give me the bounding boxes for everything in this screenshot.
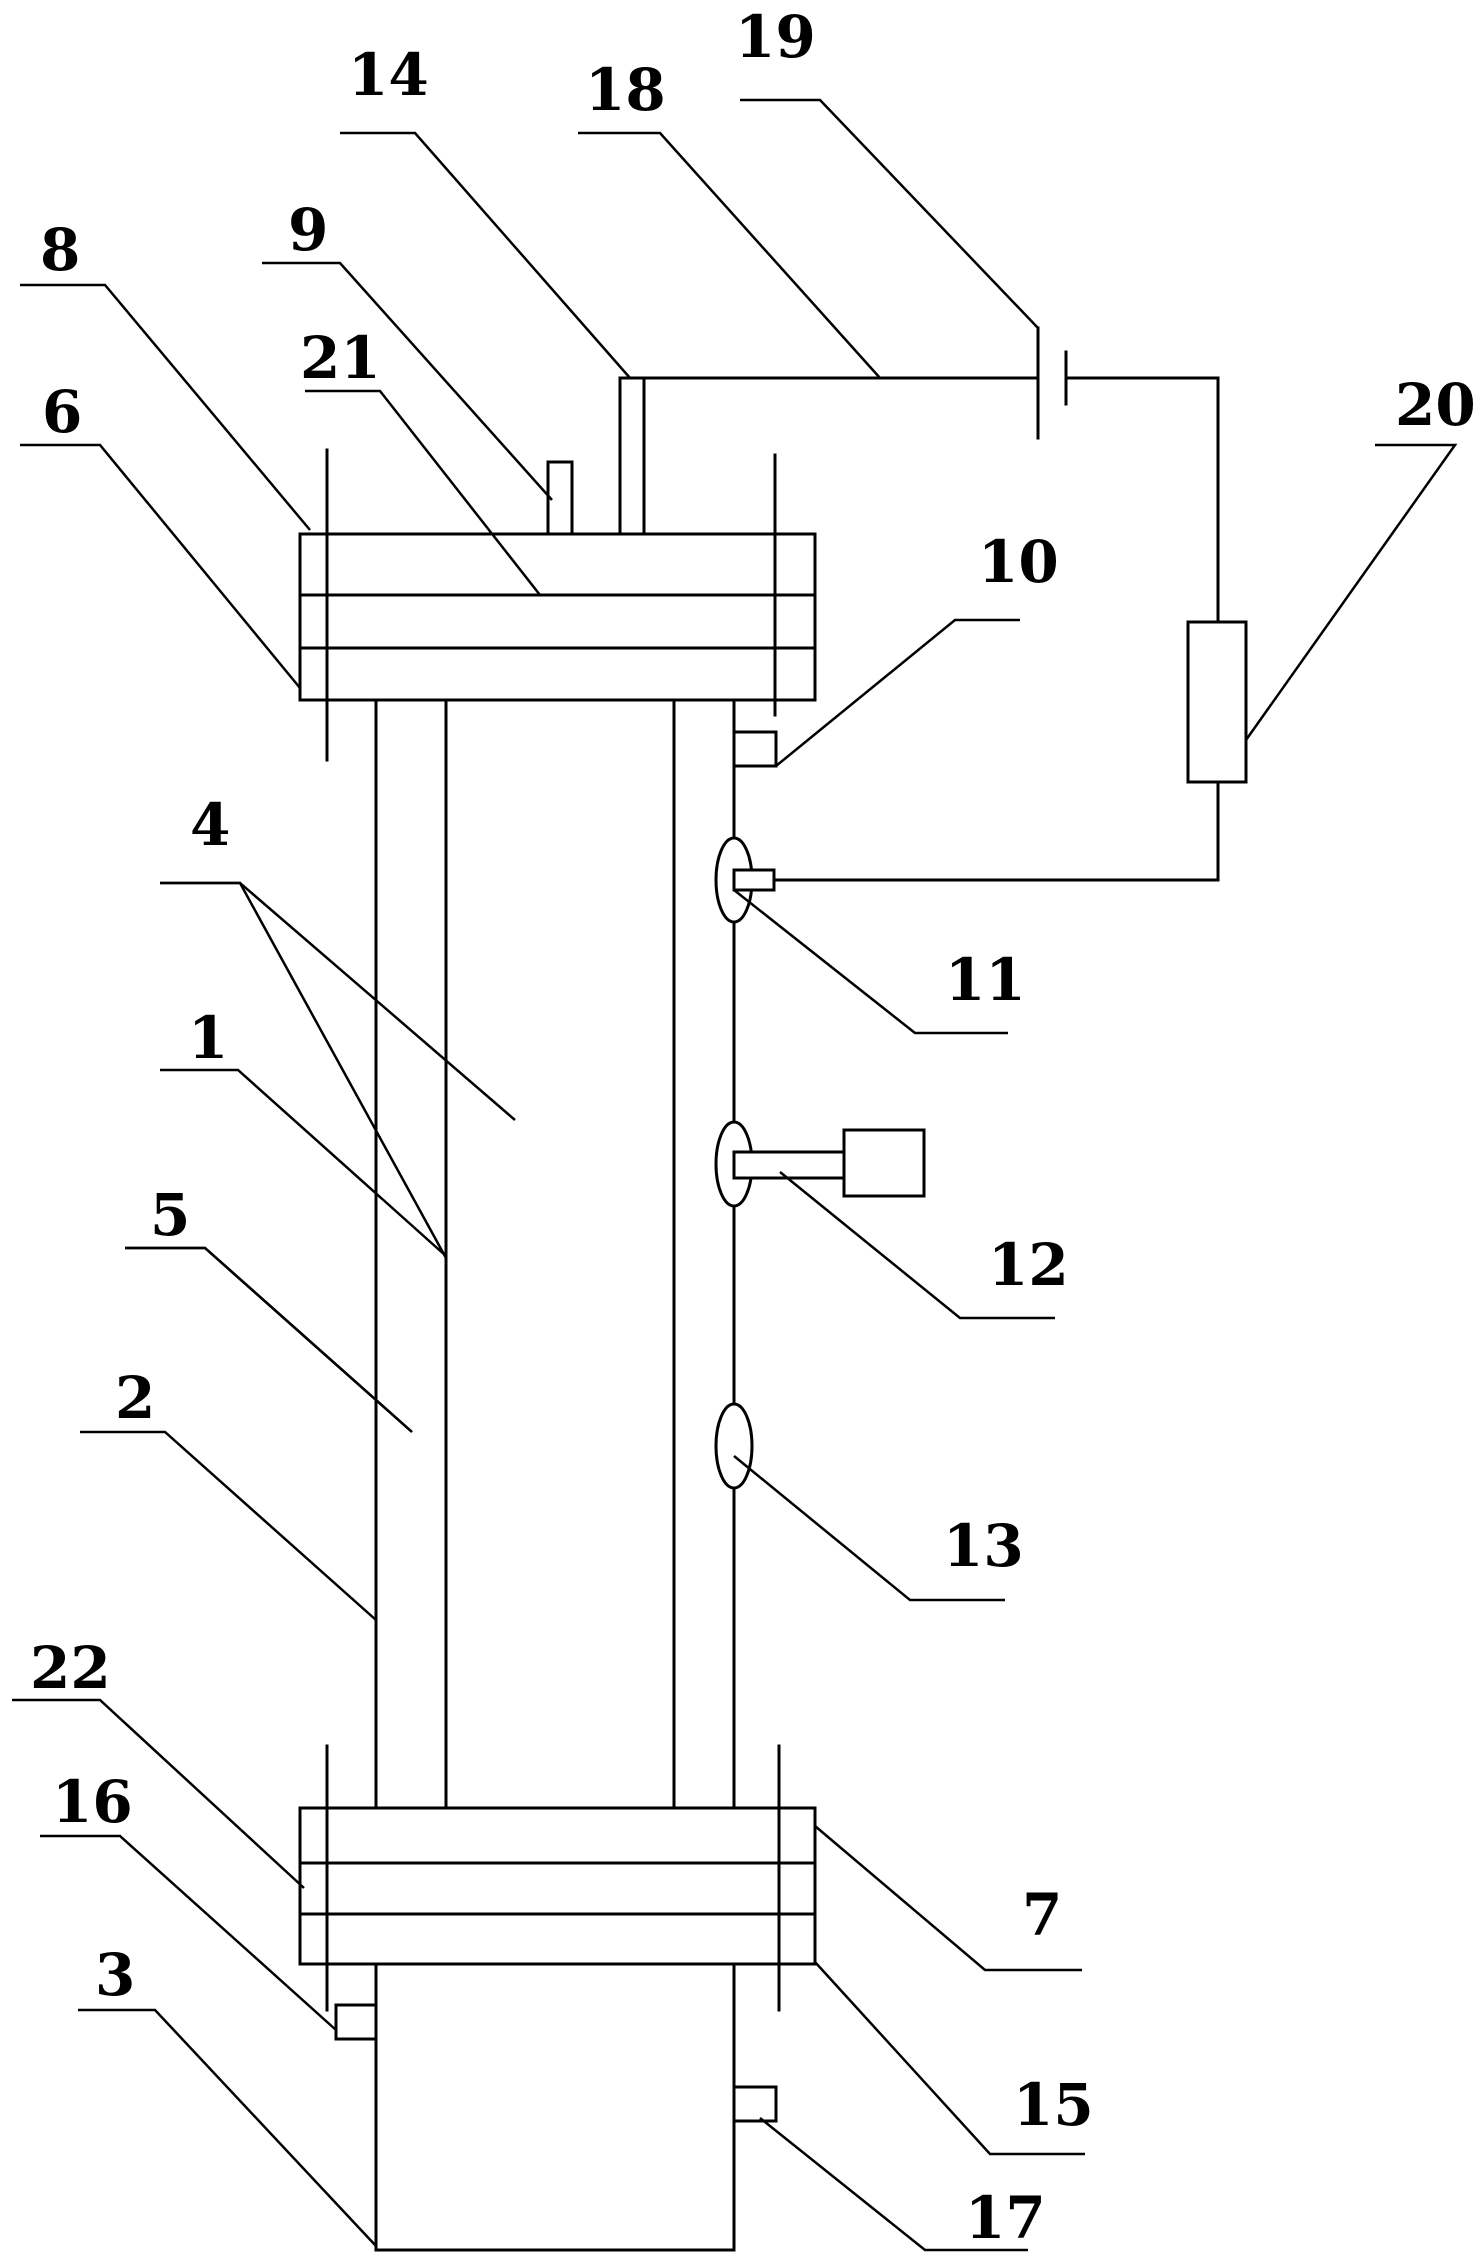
label-5: 5 xyxy=(150,1181,190,1249)
label-18: 18 xyxy=(585,56,666,124)
label-8: 8 xyxy=(40,216,80,284)
probe-12-head xyxy=(842,1128,926,1198)
leader-17 xyxy=(759,2117,1028,2252)
label-7: 7 xyxy=(1022,1881,1062,1949)
leader-5-interior xyxy=(125,1246,413,1433)
leader-4-interior xyxy=(160,881,516,1121)
label-13: 13 xyxy=(943,1512,1024,1580)
label-14: 14 xyxy=(348,41,429,109)
label-19: 19 xyxy=(735,3,816,71)
bottom-flange-body xyxy=(298,1806,817,1966)
label-15: 15 xyxy=(1013,2071,1094,2139)
probe-11-stub xyxy=(732,868,776,892)
leader-5 xyxy=(125,1246,413,1433)
top-fittings xyxy=(546,376,646,536)
column xyxy=(374,698,736,1810)
leader-16 xyxy=(40,1834,337,2031)
port-13-ellipse xyxy=(714,1402,754,1490)
label-11: 11 xyxy=(945,946,1026,1014)
label-1: 1 xyxy=(188,1004,228,1072)
chamber-3 xyxy=(374,1962,736,2252)
label-20: 20 xyxy=(1395,371,1476,439)
top-flange xyxy=(298,448,817,762)
leader-21 xyxy=(305,389,541,596)
leader-19 xyxy=(740,98,1039,329)
label-10: 10 xyxy=(978,528,1059,596)
label-16: 16 xyxy=(52,1768,133,1836)
label-6: 6 xyxy=(42,378,82,446)
circuit xyxy=(642,326,1248,882)
interior-leaders xyxy=(125,881,516,1433)
label-4: 4 xyxy=(190,791,230,859)
top-flange-body xyxy=(298,532,817,702)
label-12: 12 xyxy=(988,1231,1069,1299)
electrode-14 xyxy=(618,376,646,536)
leader-3 xyxy=(78,2008,377,2247)
label-3: 3 xyxy=(95,1941,135,2009)
leader-1 xyxy=(160,1068,447,1257)
label-22: 22 xyxy=(30,1634,111,1702)
label-9: 9 xyxy=(288,196,328,264)
leader-2 xyxy=(80,1430,377,1621)
leader-12 xyxy=(779,1171,1055,1320)
leader-9 xyxy=(262,261,553,501)
side-fittings xyxy=(714,730,926,1490)
leader-18 xyxy=(578,131,881,379)
leader-6 xyxy=(20,443,301,689)
port-17 xyxy=(732,2085,778,2123)
port-10 xyxy=(732,730,778,768)
port-9 xyxy=(546,460,574,536)
leader-13 xyxy=(733,1455,1005,1602)
labels: 8 6 9 21 14 18 19 20 10 11 12 13 4 1 5 2… xyxy=(30,3,1476,2252)
leader-lines xyxy=(12,98,1458,2252)
resistor-20 xyxy=(1186,620,1248,784)
leader-10 xyxy=(775,618,1020,767)
bottom-flange xyxy=(298,1744,817,2012)
label-17: 17 xyxy=(965,2184,1046,2252)
leader-11 xyxy=(733,889,1008,1035)
label-2: 2 xyxy=(115,1364,155,1432)
leader-20 xyxy=(1244,443,1458,741)
leader-8 xyxy=(20,283,311,531)
leader-22 xyxy=(12,1698,305,1889)
base-chamber xyxy=(334,1962,778,2252)
probe-12-stem xyxy=(732,1150,848,1180)
leader-7 xyxy=(814,1825,1082,1972)
label-21: 21 xyxy=(300,324,381,392)
port-16 xyxy=(334,2003,378,2041)
leader-14 xyxy=(340,131,631,379)
leader-15 xyxy=(814,1961,1085,2156)
